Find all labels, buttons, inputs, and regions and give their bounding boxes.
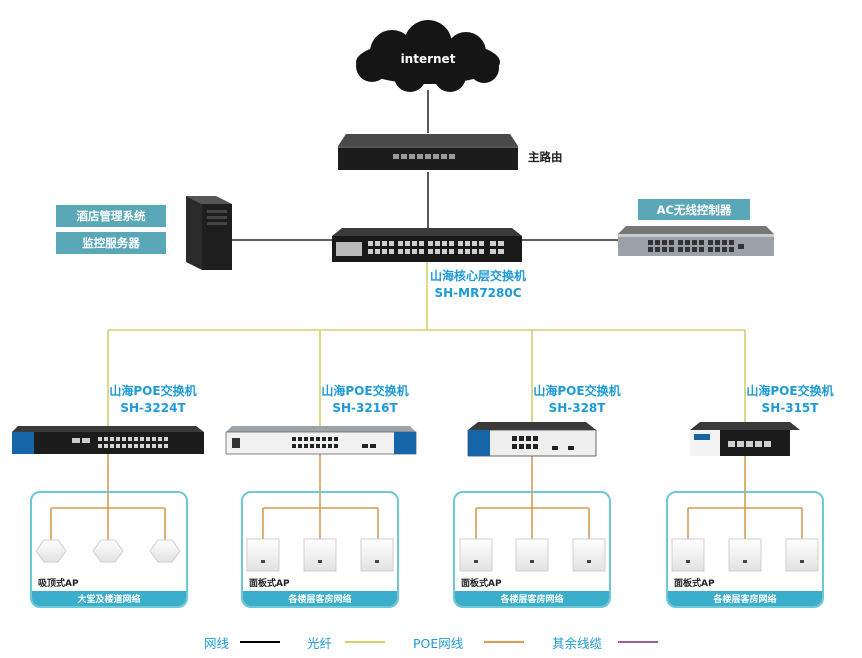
ap-type-label: 面板式AP [674,579,715,589]
legend-other: 其余线缆 [552,636,603,651]
poe-switch-label-1: 山海POE交换机 SH-3224T [88,383,218,417]
core-switch-name: 山海核心层交换机 [429,269,526,283]
poe-switch-model: SH-3216T [332,401,398,415]
ac-controller-box: AC无线控制器 [638,199,750,220]
poe-switch-model: SH-328T [548,401,606,415]
ap-type-label: 面板式AP [461,579,502,589]
poe-switch-label-3: 山海POE交换机 SH-328T [512,383,642,417]
poe-switch-label-2: 山海POE交换机 SH-3216T [300,383,430,417]
router-label: 主路由 [528,150,563,164]
network-band: 各楼层客房网络 [668,591,822,606]
monitor-server-box: 监控服务器 [56,232,166,254]
core-switch-label: 山海核心层交换机 SH-MR7280C [428,268,528,302]
poe-switch-name: 山海POE交换机 [109,384,197,398]
poe-switch-model: SH-3224T [120,401,186,415]
legend-fiber-swatch [345,641,385,643]
legend-network-cable-swatch [240,641,280,643]
poe-switch-1-icon [12,426,204,454]
legend-network-cable: 网线 [204,636,230,651]
legend-poe-swatch [484,641,524,643]
poe-switch-4-icon [690,422,800,456]
core-switch-model: SH-MR7280C [434,286,522,300]
legend-poe: POE网线 [413,636,464,651]
ap-type-label: 面板式AP [249,579,290,589]
poe-switch-name: 山海POE交换机 [746,384,834,398]
ceiling-ap-icons [35,539,181,563]
legend-fiber: 光纤 [307,636,333,651]
legend-other-swatch [618,641,658,643]
ap-group-4: 面板式AP 各楼层客房网络 [666,491,824,608]
poe-switch-name: 山海POE交换机 [321,384,409,398]
ap-type-label: 吸顶式AP [38,579,79,589]
poe-switch-model: SH-315T [761,401,819,415]
network-band: 各楼层客房网络 [455,591,609,606]
poe-switch-name: 山海POE交换机 [533,384,621,398]
ap-group-1: 吸顶式AP 大堂及楼道网络 [30,491,188,608]
network-band: 各楼层客房网络 [243,591,397,606]
ap-group-2: 面板式AP 各楼层客房网络 [241,491,399,608]
network-band: 大堂及楼道网络 [32,591,186,606]
poe-switch-label-4: 山海POE交换机 SH-315T [725,383,855,417]
ap-group-3: 面板式AP 各楼层客房网络 [453,491,611,608]
hotel-system-box: 酒店管理系统 [56,205,166,227]
poe-switch-3-icon [467,422,597,457]
poe-switch-2-icon [225,426,417,455]
panel-ap-icons [246,538,819,572]
internet-label: internet [400,52,456,66]
